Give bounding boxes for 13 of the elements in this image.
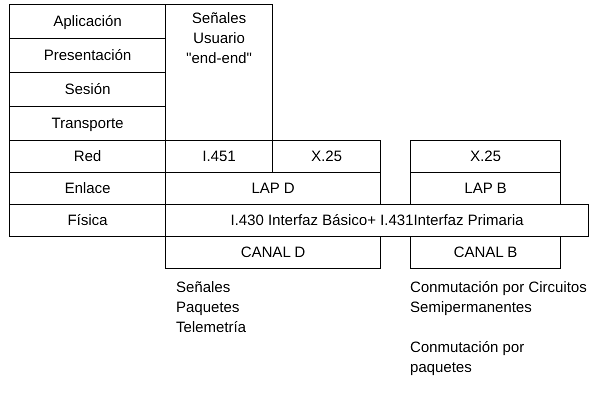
layer-cell: Aplicación [9,4,166,39]
note-text: Conmutación por Circuitos Semipermanentes [410,278,588,318]
layer-cell: CANAL B [410,236,561,269]
note-text: Paquetes [176,298,240,318]
layer-cell: Señales Usuario "end-end" [165,4,273,141]
layer-cell: CANAL D [165,236,381,269]
layer-cell: X.25 [410,140,561,173]
layer-cell: Física [9,204,166,237]
layer-cell: LAP B [410,172,561,205]
note-text: Telemetría [176,318,248,338]
layer-cell: X.25 [272,140,381,173]
note-text: Conmutación por paquetes [410,338,526,378]
note-text: Señales [176,278,232,298]
